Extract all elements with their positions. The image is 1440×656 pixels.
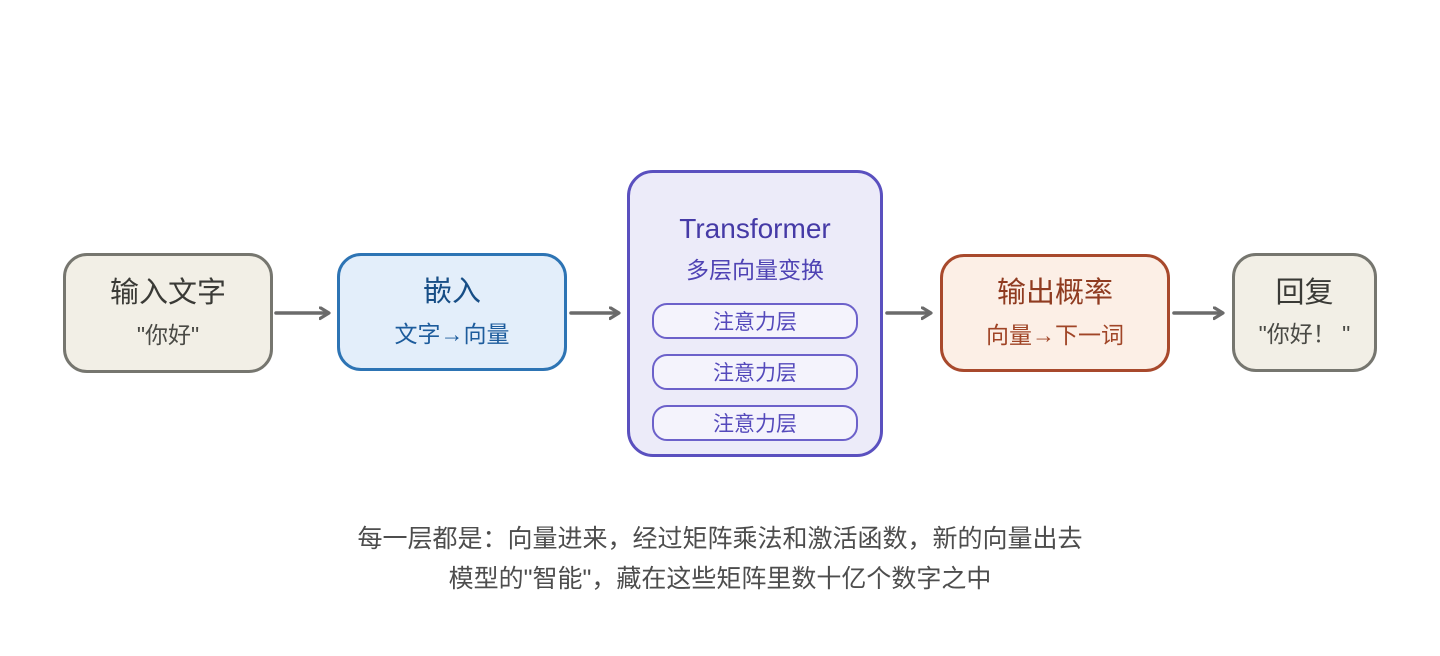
output-probability-node: 输出概率 向量→下一词: [940, 254, 1170, 372]
input-text-example: "你好": [136, 321, 200, 348]
embedding-subtitle: 文字→向量: [394, 320, 510, 347]
attention-layer-stack: 注意力层 注意力层 注意力层: [652, 302, 858, 441]
input-text-title: 输入文字: [109, 277, 226, 310]
attention-layer-3: 注意力层: [652, 404, 858, 441]
transformer-node: Transformer 多层向量变换 注意力层 注意力层 注意力层: [627, 170, 883, 457]
transformer-title: Transformer: [679, 213, 831, 244]
output-probability-subtitle: 向量→下一词: [986, 321, 1124, 348]
output-probability-title: 输出概率: [996, 277, 1113, 310]
attention-layer-1: 注意力层: [652, 302, 858, 339]
caption-line-2: 模型的"智能"，藏在这些矩阵里数十亿个数字之中: [448, 565, 992, 593]
embedding-node: 嵌入 文字→向量: [337, 253, 567, 371]
embedding-title: 嵌入: [422, 276, 481, 309]
attention-layer-2: 注意力层: [652, 353, 858, 390]
reply-node: 回复 "你好！ ": [1232, 253, 1377, 372]
reply-title: 回复: [1275, 276, 1334, 309]
input-text-node: 输入文字 "你好": [63, 253, 273, 373]
transformer-subtitle: 多层向量变换: [686, 257, 824, 283]
reply-example: "你好！ ": [1258, 321, 1351, 348]
caption-line-1: 每一层都是：向量进来，经过矩阵乘法和激活函数，新的向量出去: [357, 525, 1083, 553]
